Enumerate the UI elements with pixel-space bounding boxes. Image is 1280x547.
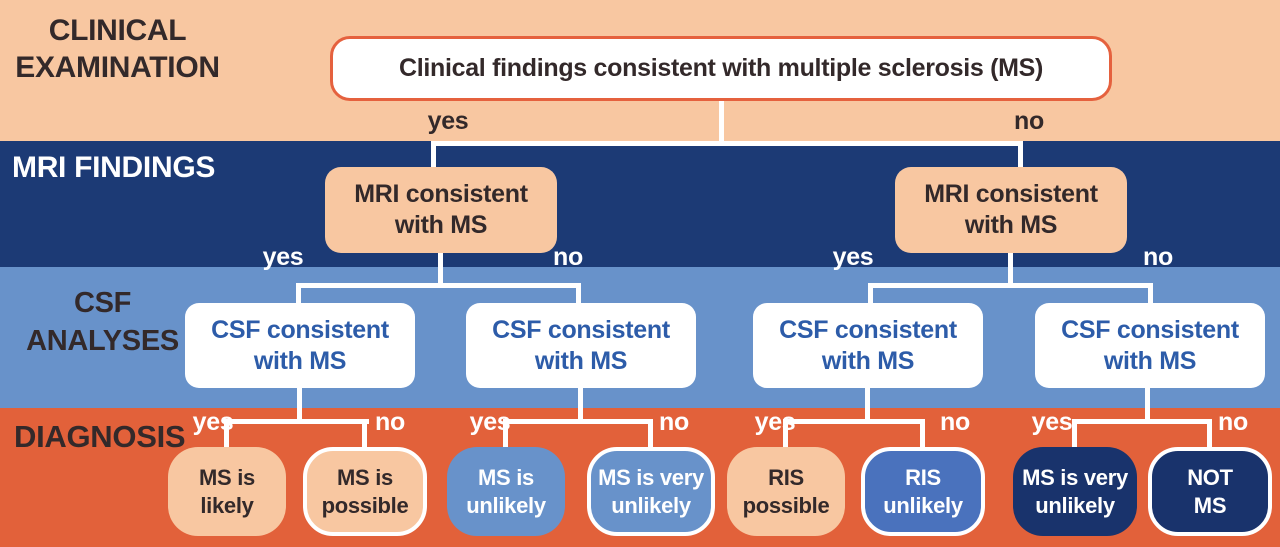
connector-csf4-split — [1072, 419, 1212, 424]
connector-csf4-no-drop — [1207, 419, 1212, 449]
node-text: MRI consistent — [354, 180, 528, 208]
connector-csf1-split — [224, 419, 369, 424]
branch-label-yes-csf2: yes — [469, 408, 511, 436]
row-label-diagnosis: DIAGNOSIS — [14, 419, 186, 454]
connector-clinical-yes-drop — [431, 141, 436, 169]
node-diagnosis-ris-possible: RIS possible — [727, 447, 845, 536]
branch-label-no-csf2: no — [659, 408, 689, 436]
node-text: likely — [200, 492, 254, 518]
node-text: with MS — [821, 346, 915, 375]
connector-mri-right-split — [868, 283, 1153, 288]
node-text: MS is — [337, 464, 393, 490]
node-diagnosis-ms-likely: MS is likely — [168, 447, 286, 536]
node-diagnosis-ms-very-unlikely-right: MS is very unlikely — [1013, 447, 1137, 536]
node-text: unlikely — [611, 492, 691, 518]
node-text: possible — [321, 492, 409, 518]
node-csf-1: CSF consistent with MS — [185, 303, 415, 388]
node-csf-4: CSF consistent with MS — [1035, 303, 1265, 388]
node-diagnosis-ms-possible: MS is possible — [303, 447, 427, 536]
node-text: possible — [742, 492, 830, 518]
node-mri-right: MRI consistent with MS — [895, 167, 1127, 253]
connector-csf2-split — [503, 419, 653, 424]
connector-csf1-no-drop — [362, 419, 367, 449]
connector-mri-left-stem — [438, 252, 443, 288]
row-label-mri-findings: MRI FINDINGS — [12, 151, 216, 184]
node-text: with MS — [1103, 346, 1197, 375]
row-label-line: ANALYSES — [26, 325, 179, 357]
node-text: MRI consistent — [924, 180, 1098, 208]
node-mri-left: MRI consistent with MS — [325, 167, 557, 253]
node-diagnosis-ms-unlikely: MS is unlikely — [447, 447, 565, 536]
node-text: CSF consistent — [1061, 315, 1239, 344]
node-text: RIS — [768, 464, 804, 490]
node-text: MS — [1193, 492, 1227, 518]
node-text: with MS — [964, 211, 1058, 239]
connector-csf3-split — [783, 419, 925, 424]
connector-clinical-no-drop — [1018, 141, 1023, 169]
branch-label-yes-mri-left: yes — [262, 243, 304, 271]
connector-csf2-yes-drop — [503, 419, 508, 449]
connector-csf1-stem — [297, 387, 302, 422]
connector-csf4-stem — [1145, 387, 1150, 422]
branch-label-yes-mri-right: yes — [832, 243, 874, 271]
branch-label-no-clinical: no — [1014, 107, 1044, 135]
node-text: CSF consistent — [211, 315, 389, 344]
connector-mri-left-yes-drop — [296, 283, 301, 305]
branch-label-yes-clinical: yes — [427, 107, 469, 135]
branch-label-yes-csf3: yes — [754, 408, 796, 436]
node-text: unlikely — [883, 492, 963, 518]
connector-mri-left-split — [296, 283, 581, 288]
node-text: CSF consistent — [492, 315, 670, 344]
branch-label-no-csf3: no — [940, 408, 970, 436]
branch-label-no-mri-left: no — [553, 243, 583, 271]
node-diagnosis-ris-unlikely: RIS unlikely — [861, 447, 985, 536]
connector-csf3-no-drop — [920, 419, 925, 449]
connector-mri-right-stem — [1008, 252, 1013, 288]
branch-label-no-csf1: no — [375, 408, 405, 436]
node-text: with MS — [534, 346, 628, 375]
branch-label-no-mri-right: no — [1143, 243, 1173, 271]
connector-csf1-yes-drop — [224, 419, 229, 449]
connector-mri-left-no-drop — [576, 283, 581, 305]
node-text: NOT — [1187, 464, 1233, 490]
node-csf-3: CSF consistent with MS — [753, 303, 983, 388]
connector-mri-right-yes-drop — [868, 283, 873, 305]
branch-label-yes-csf1: yes — [192, 408, 234, 436]
node-diagnosis-not-ms: NOT MS — [1148, 447, 1272, 536]
connector-csf3-stem — [865, 387, 870, 422]
connector-csf2-no-drop — [648, 419, 653, 449]
node-text: Clinical findings consistent with multip… — [398, 54, 1044, 82]
connector-clinical-split — [431, 141, 1023, 146]
node-text: unlikely — [466, 492, 546, 518]
connector-clinical-stem — [719, 101, 724, 145]
node-text: with MS — [253, 346, 347, 375]
node-text: MS is — [199, 464, 255, 490]
branch-label-no-csf4: no — [1218, 408, 1248, 436]
node-text: MS is — [478, 464, 534, 490]
row-label-clinical-examination: CLINICAL EXAMINATION — [0, 12, 235, 86]
connector-csf3-yes-drop — [783, 419, 788, 449]
node-clinical-findings: Clinical findings consistent with multip… — [330, 36, 1112, 101]
node-text: MS is very — [1022, 464, 1128, 490]
row-label-line: CLINICAL — [48, 14, 187, 47]
connector-mri-right-no-drop — [1148, 283, 1153, 305]
row-label-line: EXAMINATION — [15, 51, 220, 84]
node-text: CSF consistent — [779, 315, 957, 344]
row-label-line: CSF — [73, 287, 132, 319]
node-text: unlikely — [1035, 492, 1115, 518]
connector-csf4-yes-drop — [1072, 419, 1077, 449]
node-csf-2: CSF consistent with MS — [466, 303, 696, 388]
branch-label-yes-csf4: yes — [1031, 408, 1073, 436]
node-diagnosis-ms-very-unlikely-left: MS is very unlikely — [587, 447, 715, 536]
node-text: with MS — [394, 211, 488, 239]
node-text: MS is very — [598, 464, 704, 490]
row-label-csf-analyses: CSF ANALYSES — [0, 284, 205, 360]
connector-csf2-stem — [578, 387, 583, 422]
node-text: RIS — [905, 464, 941, 490]
